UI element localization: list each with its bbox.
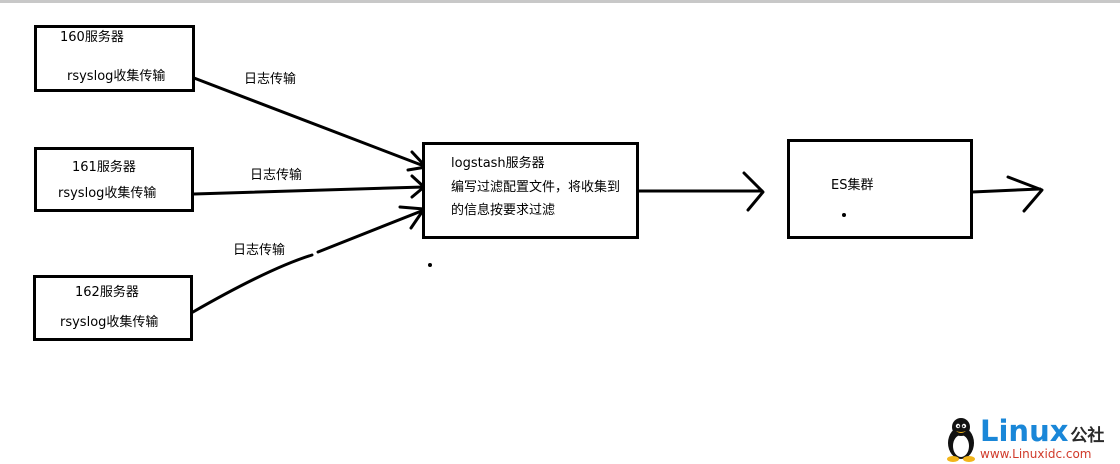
logstash-title: logstash服务器	[451, 156, 545, 171]
edge-label-161: 日志传输	[250, 168, 303, 183]
server-161-box	[34, 147, 194, 212]
logstash-line3: 的信息按要求过滤	[451, 203, 556, 218]
tux-penguin-icon	[947, 418, 975, 462]
arrow-160-to-logstash	[192, 76, 426, 168]
server-161-title: 161服务器	[72, 160, 136, 175]
arrowhead-out	[1006, 175, 1044, 213]
arrow-162-to-logstash	[191, 208, 426, 314]
edge-label-162: 日志传输	[233, 243, 286, 258]
arrow-161-to-logstash	[192, 185, 426, 196]
watermark-url: www.Linuxidc.com	[980, 447, 1092, 461]
stray-dot-2	[842, 213, 846, 217]
arrow-es-out	[970, 187, 1042, 194]
server-160-title: 160服务器	[60, 30, 124, 45]
server-162-title: 162服务器	[75, 285, 139, 300]
arrowhead-es	[742, 171, 765, 212]
logstash-box	[422, 142, 639, 239]
stray-dot-1	[428, 263, 432, 267]
server-160-desc: rsyslog收集传输	[67, 69, 166, 84]
top-border-line	[0, 0, 1120, 3]
es-cluster-box	[787, 139, 973, 239]
es-cluster-title: ES集群	[831, 178, 874, 193]
logstash-line2: 编写过滤配置文件，将收集到	[451, 180, 621, 195]
server-162-desc: rsyslog收集传输	[60, 315, 159, 330]
server-162-box	[33, 275, 193, 341]
edge-label-160: 日志传输	[244, 72, 297, 87]
watermark-suffix: 公社	[1070, 426, 1105, 446]
server-161-desc: rsyslog收集传输	[58, 186, 157, 201]
server-160-box	[34, 25, 195, 92]
